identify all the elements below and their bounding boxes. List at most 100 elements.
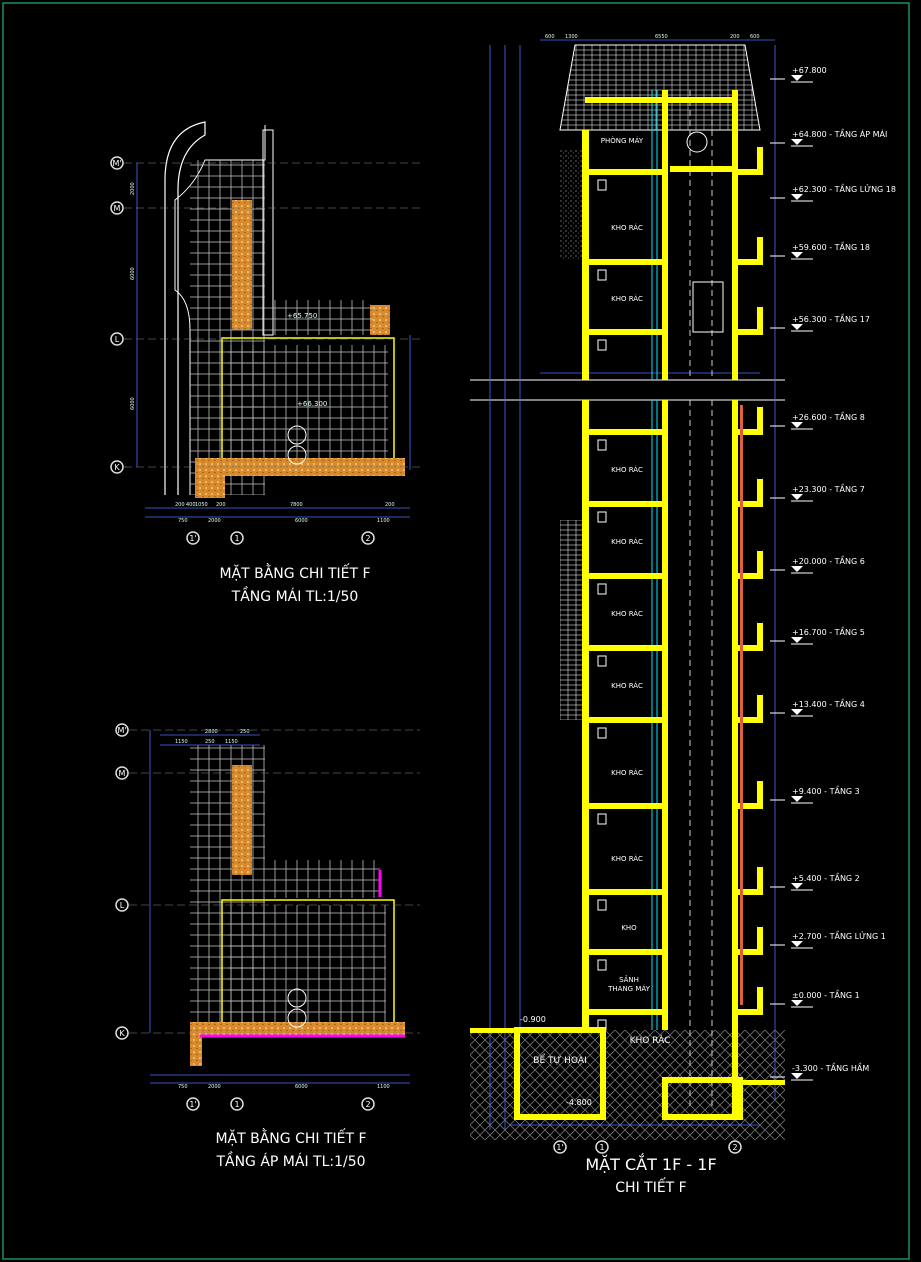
grid-axis-bubble [230,531,244,545]
facade-wall [757,147,763,169]
grid-axis-bubble [115,766,129,780]
room-label: KHO RÁC [611,465,643,474]
grid-axis-bubble [361,531,375,545]
level-triangle-icon [791,194,803,200]
dim-text: 200 [730,34,740,40]
dim-text: 750 [178,518,188,524]
dim-text: 250 [205,739,215,745]
room-label: KHO RÁC [611,537,643,546]
grid-axis-label: M' [112,159,121,168]
room-label: KHO RÁC [611,294,643,303]
level-triangle-icon [791,422,803,428]
grid-axis-label: 1' [189,534,196,543]
floor-slab [585,949,665,955]
grid-axis-label: 1 [234,1100,239,1109]
room-label: THANG MÁY [607,984,650,993]
room-label: KHO [621,924,637,932]
spot-level: +66.300 [297,400,327,408]
grid-axis-bubble [595,1140,609,1154]
dim-text: 2000 [130,182,136,195]
level-label: +13.400 - TẦNG 4 [792,697,865,709]
grid-axis-bubble [110,156,124,170]
level-triangle-icon [791,637,803,643]
plan-title: MẶT BẰNG CHI TIẾT F [219,563,370,582]
elevator-machine [686,131,708,153]
dim-text: 200 [385,502,395,508]
plan-title: MẶT BẰNG CHI TIẾT F [215,1128,366,1147]
grid-axis-label: 1 [599,1143,604,1152]
level-label: +23.300 - TẦNG 7 [792,482,865,494]
room-label: KHO RÁC [611,609,643,618]
plan-attic: 2800 250 1150 250 1150 750 2000 6000 110… [149,729,410,1170]
dim-text: 6000 [130,397,136,410]
floor-slab [735,169,763,175]
floor-drain [597,583,607,595]
floor-slab [735,329,763,335]
floor-slab [585,169,665,175]
room-label: KHO RÁC [611,854,643,863]
floor-drain [597,813,607,825]
level-label: +9.400 - TẦNG 3 [792,784,860,796]
grid-axis-label: L [120,901,125,910]
dim-text: 2000 [208,518,221,524]
grid-axis-bubble [728,1140,742,1154]
level-label: +62.300 - TẦNG LỬNG 18 [792,182,896,194]
curved-facade-wall [164,121,206,495]
grid-axis-bubble [110,460,124,474]
floor-drain [597,959,607,971]
level-triangle-icon [791,139,803,145]
grid-axis-bubble [110,201,124,215]
floor-slab [585,429,665,435]
dim-text: 6000 [295,1084,308,1090]
floor-slab [585,259,665,265]
floor-slab [735,573,763,579]
roof-slab [585,97,735,103]
grid-axis-bubble [110,332,124,346]
floor-slab [585,1009,665,1015]
room-label: BỂ TỰ HOẠI [533,1053,586,1066]
shaft-wall [662,400,668,1030]
floor-drain [597,179,607,191]
level-triangle-icon [791,75,803,81]
grid-axis-bubble [115,898,129,912]
facade-wall [757,927,763,949]
floor-slab [585,501,665,507]
floor-slab [585,803,665,809]
facade-wall [757,867,763,889]
elevator-car [692,281,724,333]
level-triangle-icon [791,796,803,802]
grid-axis-label: K [119,1029,125,1038]
window-frame [740,405,743,1005]
facade-wall [757,987,763,1009]
floor-slab [585,329,665,335]
facade-wall [757,479,763,501]
floor-drain [597,339,607,351]
level-triangle-icon [791,709,803,715]
level-label: +59.600 - TẦNG 18 [792,240,870,252]
dim-text: 2800 [205,729,218,735]
shaft-wall [662,90,668,380]
facade-wall [757,781,763,803]
floor-slab [735,259,763,265]
room-label: KHO RÁC [611,223,643,232]
dim-text: 1100 [377,1084,390,1090]
floor-drain [597,899,607,911]
floor-slab [585,645,665,651]
facade-wall [757,307,763,329]
section-subtitle: CHI TIẾT F [615,1177,686,1196]
floor-slab [585,717,665,723]
level-triangle-icon [791,1000,803,1006]
dim-text: 1050 [195,502,208,508]
level-label: +64.800 - TẦNG ÁP MÁI [792,127,887,139]
grid-axis-label: M' [117,726,126,735]
dim-text: 2000 [208,1084,221,1090]
septic-tank-wall [514,1027,606,1120]
level-triangle-icon [791,566,803,572]
floor-slab [585,573,665,579]
level-label: -3.300 - TẦNG HẦM [792,1061,869,1073]
room-label: KHO RÁC [630,1034,671,1046]
ground-slab [740,1080,785,1085]
room-label: KHO RÁC [611,768,643,777]
